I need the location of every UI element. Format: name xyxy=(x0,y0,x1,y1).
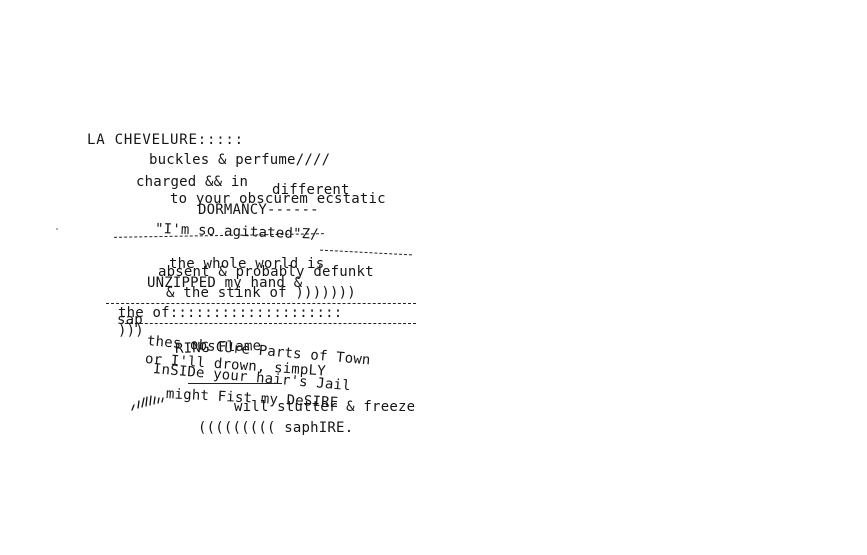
poem-line: the whole world is xyxy=(169,256,325,272)
poem-line: & the stink of ))))))) xyxy=(166,285,356,301)
smudge-mark xyxy=(131,395,164,411)
poem-line: to your obscurem ecstatic xyxy=(170,191,386,207)
poem-line: ))) xyxy=(118,323,144,339)
poem-line: UNZIPPED my hand & xyxy=(147,275,303,291)
poem-line: different xyxy=(272,182,350,198)
poem-line: DORMANCY------ xyxy=(198,202,319,218)
poem-line: the of:::::::::::::::::::: xyxy=(118,305,343,321)
paper-speck xyxy=(56,228,58,230)
poem-line: charged && in xyxy=(136,174,249,190)
dashed-rule xyxy=(120,323,416,324)
poem-line: "I'm so agitated"Z/ xyxy=(154,221,320,243)
poem-line: will stutter & freeze xyxy=(234,399,416,415)
dashed-rule xyxy=(320,249,412,256)
poem-title: LA CHEVELURE::::: xyxy=(87,132,244,148)
dashed-rule xyxy=(188,383,282,384)
poem-line: absent & probably defunkt xyxy=(158,264,374,280)
dashed-rule xyxy=(106,303,416,304)
poem-line: ((((((((( saphIRE. xyxy=(198,420,354,436)
poem-line: buckles & perfume//// xyxy=(149,152,331,168)
